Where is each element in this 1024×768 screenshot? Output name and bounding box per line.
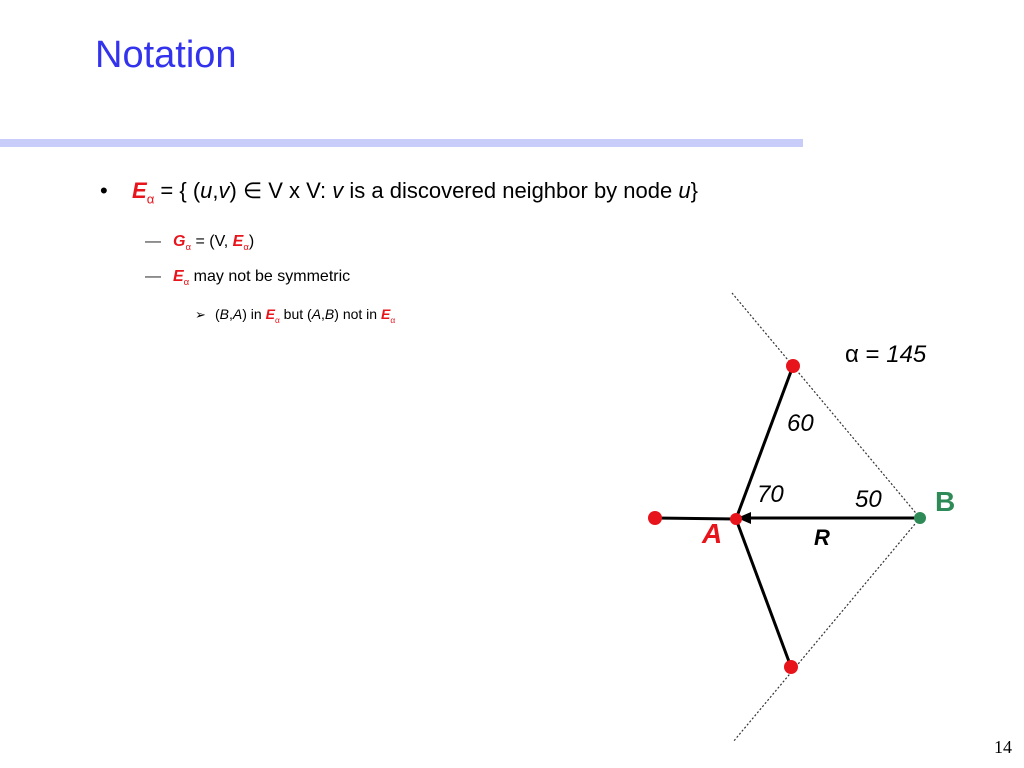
text: may not be symmetric <box>189 268 351 285</box>
label-70: 70 <box>757 481 784 508</box>
e-symbol: E <box>132 178 147 203</box>
alpha-equation: α = 145 <box>845 341 927 368</box>
sub-sub-bullet-example: ➢(B,A) in Eα but (A,B) not in Eα <box>195 306 395 325</box>
text: but ( <box>279 306 312 322</box>
bullet-dot: • <box>100 178 108 203</box>
b-var: B <box>324 306 335 322</box>
node-top <box>786 359 800 373</box>
text: ) in <box>242 306 266 322</box>
arrowhead-bullet-icon: ➢ <box>195 307 206 322</box>
alpha-subscript: α <box>390 314 396 325</box>
node-left <box>648 511 662 525</box>
node-bottom <box>784 660 798 674</box>
v-var: v <box>218 178 230 203</box>
title-underline <box>0 139 803 147</box>
u-var: u <box>678 178 691 203</box>
sub-bullet-symmetric: — Eα may not be symmetric <box>145 268 350 288</box>
alpha-subscript: α <box>146 191 155 207</box>
comma: , <box>212 178 219 203</box>
text: ) ∈ V x V: <box>229 178 333 203</box>
text: ) not in <box>334 306 381 322</box>
label-r: R <box>814 525 830 550</box>
a-var: A <box>311 306 322 322</box>
text: = { ( <box>154 178 201 203</box>
label-node-a: A <box>701 518 722 549</box>
node-a <box>730 513 742 525</box>
text: ) <box>248 233 255 250</box>
cone-boundary-lower <box>732 517 921 743</box>
label-60: 60 <box>787 410 814 437</box>
alpha-subscript: α <box>243 242 249 254</box>
b-var: B <box>219 306 230 322</box>
slide-title: Notation <box>95 34 237 76</box>
alpha-subscript: α <box>185 242 191 254</box>
e-symbol: E <box>173 268 184 285</box>
edge-a-left <box>654 516 737 521</box>
sub-bullet-graph: — Gα = (V, Eα) <box>145 233 254 253</box>
edge-a-bottom <box>734 518 793 668</box>
text: is a discovered neighbor by node <box>343 178 679 203</box>
node-b <box>914 512 926 524</box>
v-var: v <box>332 178 344 203</box>
a-var: A <box>232 306 243 322</box>
dash-marker: — <box>145 268 161 285</box>
alpha-subscript: α <box>274 314 280 325</box>
text: = (V, <box>191 233 233 250</box>
cone-boundary-upper <box>731 292 921 519</box>
g-symbol: G <box>173 233 186 250</box>
page-number: 14 <box>994 737 1012 757</box>
label-50: 50 <box>855 486 882 513</box>
e-symbol: E <box>232 233 244 250</box>
text: ( <box>215 306 220 322</box>
comma: , <box>321 306 325 322</box>
text: } <box>690 178 698 203</box>
main-bullet: •Eα = { (u,v) ∈ V x V: v is a discovered… <box>100 178 698 206</box>
label-node-b: B <box>935 486 955 517</box>
dash-marker: — <box>145 233 161 250</box>
edge-a-top <box>734 365 795 520</box>
u-var: u <box>200 178 213 203</box>
e-symbol: E <box>380 306 391 322</box>
e-symbol: E <box>265 306 275 322</box>
comma: , <box>229 306 233 322</box>
alpha-subscript: α <box>183 277 190 289</box>
